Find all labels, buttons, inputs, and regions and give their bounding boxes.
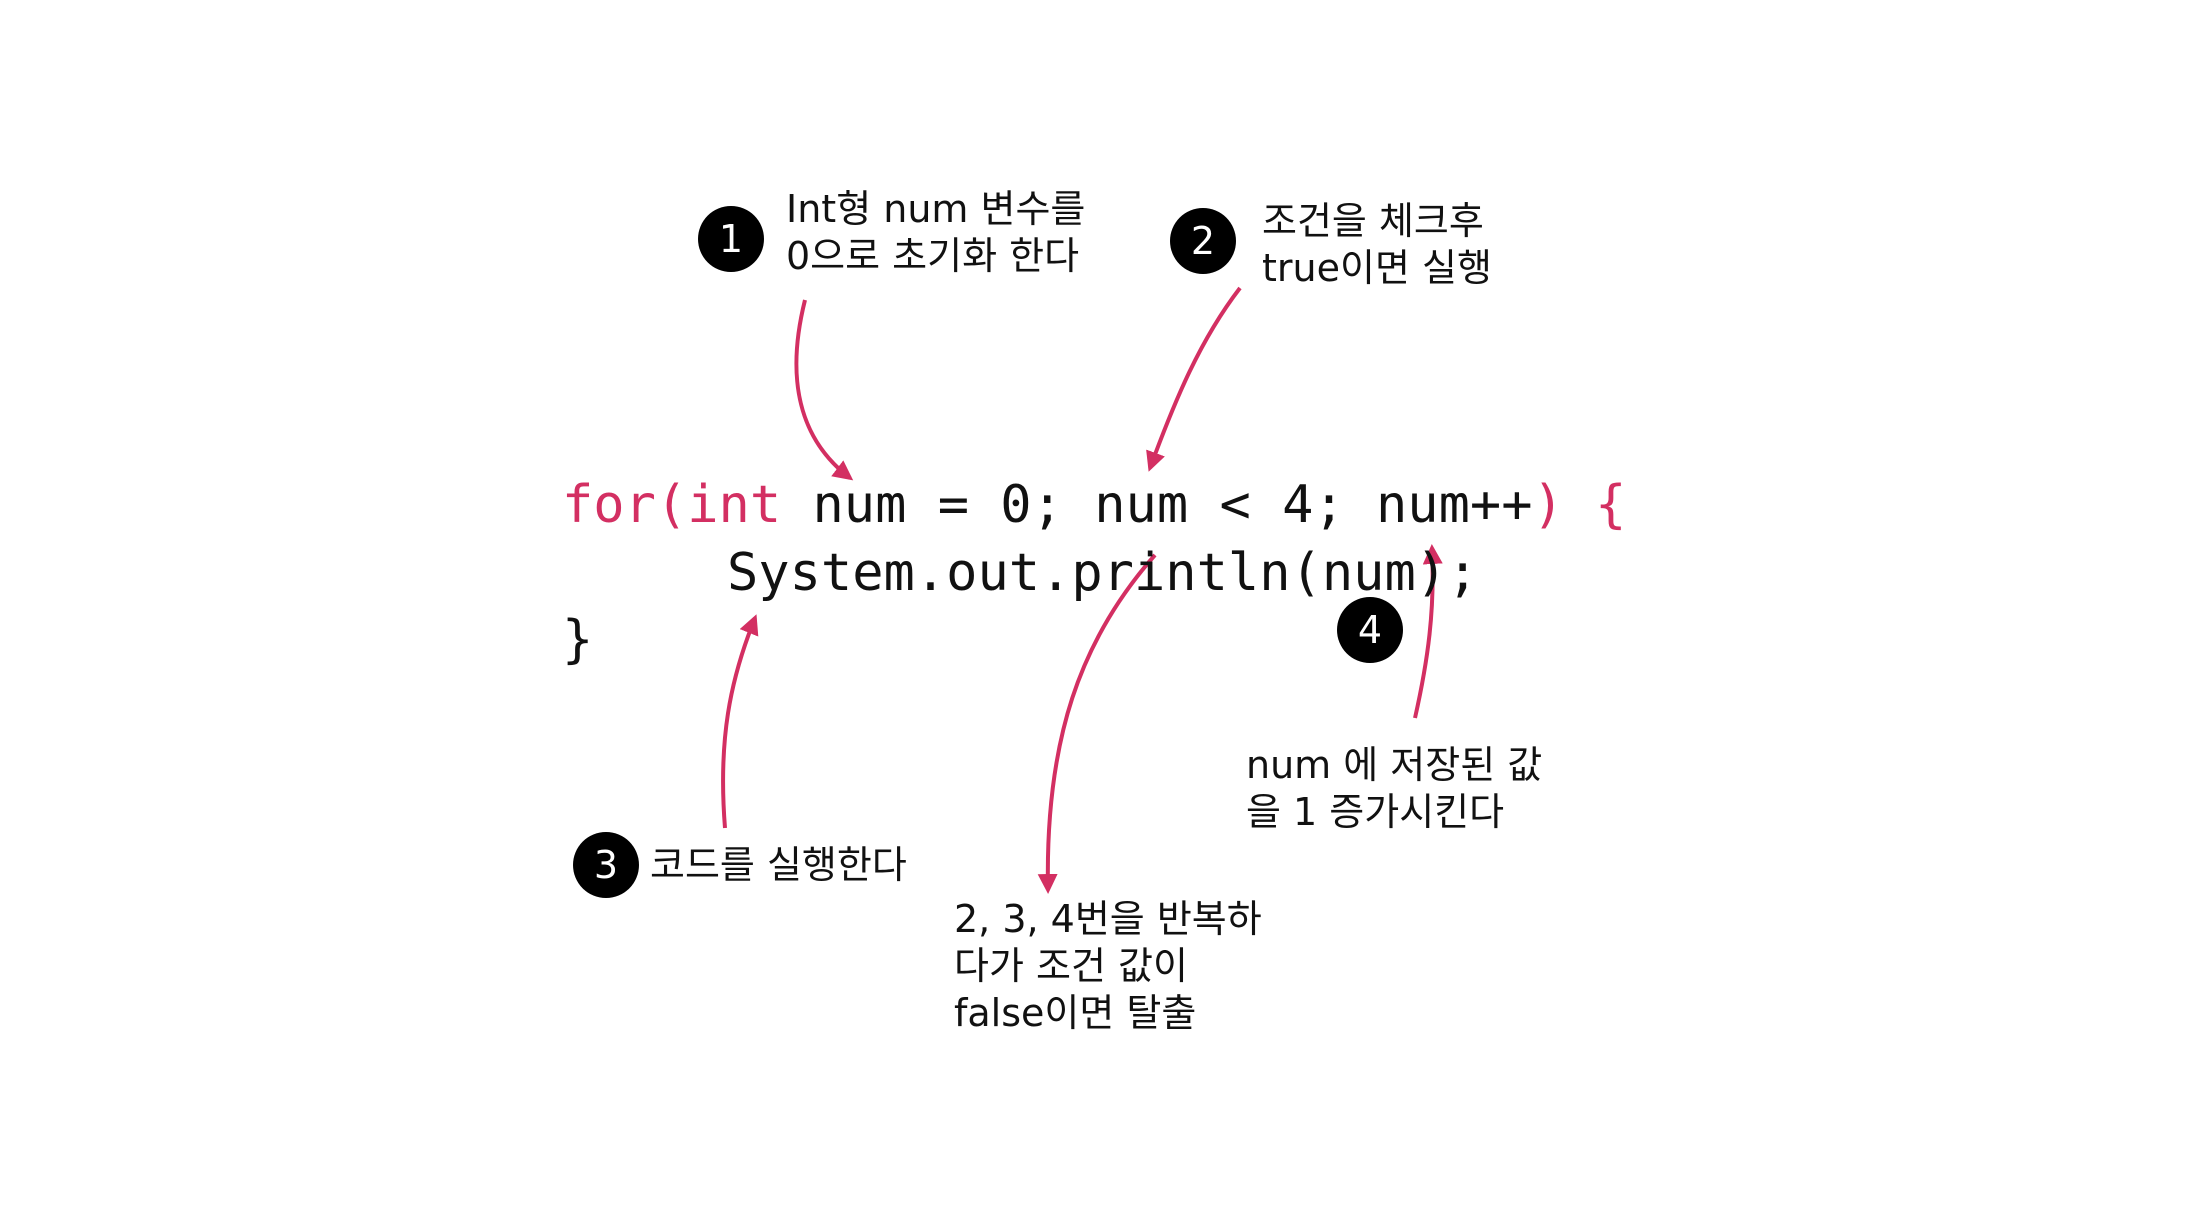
step-note-1-line-2: 0으로 초기화 한다 [786,234,1080,278]
step-note-1: Int형 num 변수를 0으로 초기화 한다 [786,186,1085,280]
step-note-2: 조건을 체크후 true이면 실행 [1262,198,1492,292]
step-badge-4: 4 [1337,597,1403,663]
step-note-4-line-2: 을 1 증가시킨다 [1246,790,1505,834]
loop-note-line-3: false이면 탈출 [954,991,1197,1035]
code-for-condition: num = 0; num < 4; num++ [781,475,1533,535]
arrow-loop [1037,553,1157,894]
step-note-2-line-1: 조건을 체크후 [1262,199,1484,243]
code-for-keyword: for(int [562,475,782,535]
arrow-step-2 [1146,286,1242,472]
code-line-for: for(int num = 0; num < 4; num++) { [562,472,1626,538]
arrow-step-4 [1413,544,1443,719]
step-badge-3: 3 [573,832,639,898]
loop-note-line-1: 2, 3, 4번을 반복하 [954,897,1262,941]
step-note-3: 코드를 실행한다 [650,842,907,889]
loop-note-line-2: 다가 조건 값이 [954,944,1188,988]
code-close-paren: ) [1532,475,1564,535]
code-line-println: System.out.println(num); [727,543,1479,603]
arrow-step-3 [721,614,759,829]
step-note-2-line-2: true이면 실행 [1262,246,1492,290]
arrow-step-1 [794,299,854,481]
step-note-4: num 에 저장된 값 을 1 증가시킨다 [1246,742,1542,836]
step-badge-1: 1 [698,206,764,272]
step-note-1-line-1: Int형 num 변수를 [786,187,1086,231]
loop-note: 2, 3, 4번을 반복하 다가 조건 값이 false이면 탈출 [954,896,1262,1037]
step-note-4-line-1: num 에 저장된 값 [1246,743,1543,787]
step-note-3-line-1: 코드를 실행한다 [650,843,907,887]
step-badge-2: 2 [1170,208,1236,274]
code-line-close-brace: } [562,610,594,670]
code-open-brace: { [1563,475,1627,535]
